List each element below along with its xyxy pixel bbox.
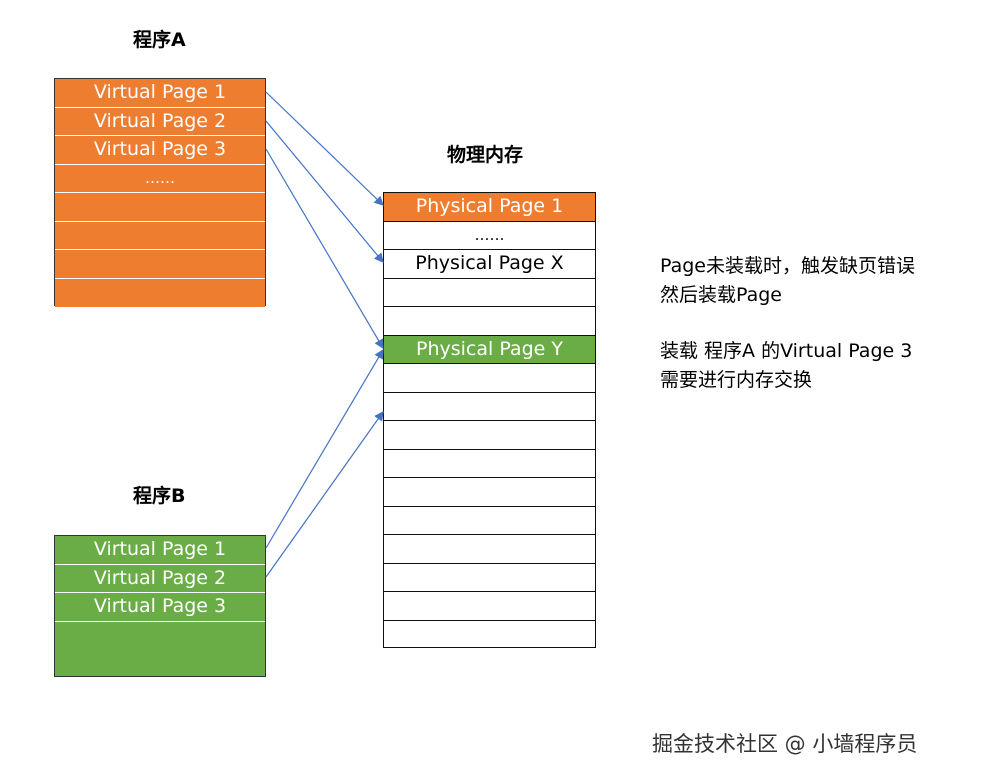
program-b-page: Virtual Page 3 [55,593,265,622]
arrow-a3-to-py [265,148,384,350]
swap-note: 装载 程序A 的Virtual Page 3 需要进行内存交换 [660,340,913,391]
physical-page [384,421,595,450]
program-a-page [55,193,265,222]
program-b-page: Virtual Page 1 [55,536,265,565]
physical-page [384,592,595,621]
physical-page [384,364,595,393]
physical-page [384,393,595,421]
program-a-page: …… [55,164,265,193]
program-a-block: Virtual Page 1 Virtual Page 2 Virtual Pa… [54,78,266,307]
page-fault-note: Page未装载时，触发缺页错误 然后装载Page [660,255,915,306]
arrow-a2-to-px [265,120,384,263]
program-a-page [55,250,265,279]
watermark: 掘金技术社区 @ 小墙程序员 [652,732,918,756]
program-b-page: Virtual Page 2 [55,564,265,593]
physical-page: …… [384,222,595,250]
program-a-page: Virtual Page 2 [55,107,265,136]
physical-page [384,450,595,478]
physical-page [384,507,595,535]
program-a-page [55,278,265,307]
program-a-title: 程序A [133,29,186,51]
physical-memory-block: Physical Page 1 …… Physical Page X Physi… [383,192,596,648]
physical-page [384,307,595,336]
program-b-title: 程序B [133,485,186,507]
physical-page: Physical Page 1 [384,193,595,222]
physical-page [384,478,595,507]
physical-page [384,279,595,307]
program-b-block: Virtual Page 1 Virtual Page 2 Virtual Pa… [54,535,266,677]
program-a-page [55,221,265,250]
arrow-a1-to-p1 [265,91,384,206]
physical-page [384,535,595,564]
memory-title: 物理内存 [447,144,524,166]
arrow-b2-to-mem [265,411,384,578]
program-a-page: Virtual Page 3 [55,136,265,165]
physical-page: Physical Page Y [384,335,595,364]
physical-page: Physical Page X [384,250,595,279]
program-a-page: Virtual Page 1 [55,79,265,108]
physical-page [384,564,595,592]
arrow-b1-to-py [265,348,384,549]
